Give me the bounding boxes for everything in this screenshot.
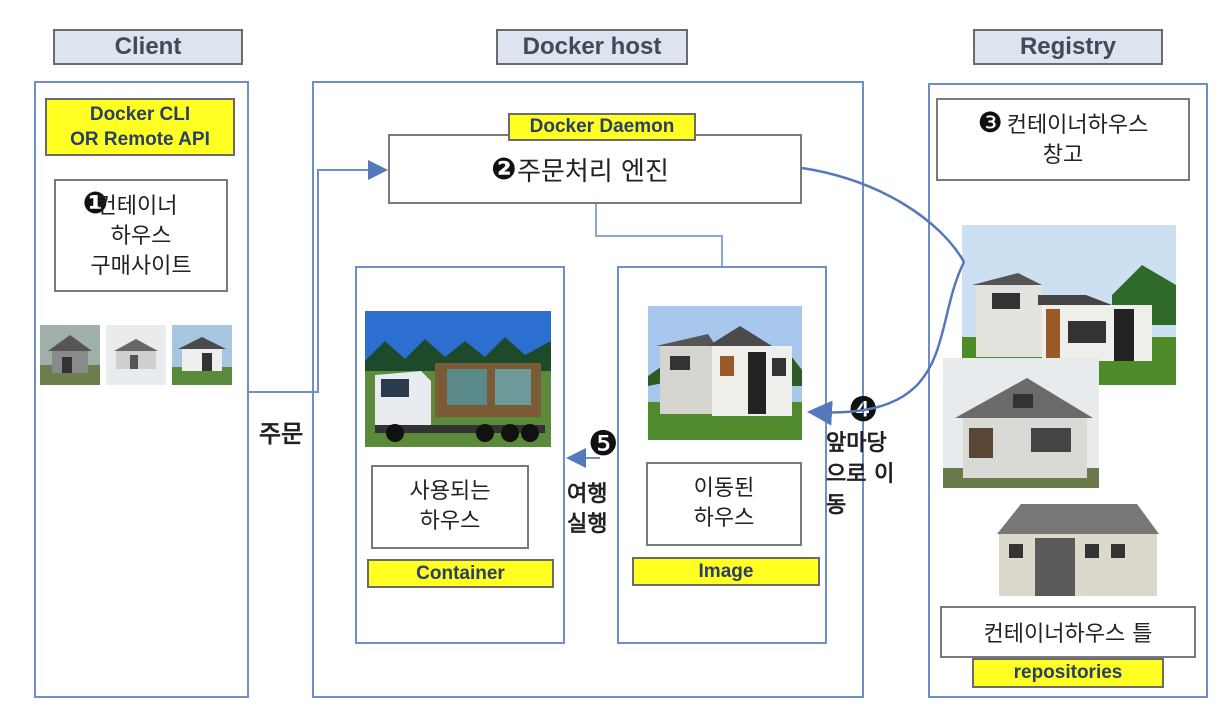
step-4-badge: ❹ [848, 390, 879, 430]
image-panel [617, 266, 827, 644]
used-house-box: 사용되는 하우스 [371, 465, 529, 549]
order-engine-box: ❷ 주문처리 엔진 [388, 134, 802, 204]
docker-cli-line2: OR Remote API [70, 129, 210, 150]
warehouse-line1-text: 컨테이너하우스 [1006, 113, 1149, 138]
move-line2: 으로 이 [826, 462, 895, 487]
house-photo-icon [991, 494, 1163, 604]
header-client: Client [53, 29, 243, 65]
order-engine-text: 주문처리 엔진 [517, 156, 669, 187]
header-docker-host: Docker host [496, 29, 688, 65]
purchase-site-line2: 하우스 [110, 224, 172, 249]
house-templates-box: 컨테이너하우스 틀 [940, 606, 1196, 658]
docker-cli-label: Docker CLI OR Remote API [45, 98, 235, 156]
used-house-line1: 사용되는 [409, 479, 491, 504]
move-label: 앞마당 으로 이 동 [826, 428, 894, 521]
run-line2: 실행 [567, 512, 608, 537]
product-thumbnail-1: ▪▪▪ ▪▪▪▪▪▪▪▪▪▪ ▪▪▪▪▪▪▪▪▪▪▪ [40, 325, 100, 425]
run-line1: 여행 [567, 482, 608, 507]
moved-house-line2: 하우스 [693, 506, 755, 531]
docker-cli-line1: Docker CLI [89, 104, 191, 125]
house-photo-icon [40, 325, 100, 385]
container-label: Container [367, 559, 554, 588]
order-label: 주문 [259, 420, 304, 448]
moved-house-line1: 이동된 [693, 476, 755, 501]
move-line3: 동 [826, 493, 847, 518]
purchase-site-line1-text: 컨테이너 [96, 194, 178, 219]
docker-daemon-label: Docker Daemon [508, 113, 696, 141]
moved-house-box: 이동된 하우스 [646, 462, 802, 546]
house-photo-icon [943, 358, 1099, 488]
product-thumbnail-2: ▪▪▪ ▪▪▪▪▪▪▪▪▪ ▪▪▪▪▪▪▪▪▪▪ [106, 325, 166, 425]
house-photo-icon [106, 325, 166, 385]
purchase-site-line1: ❶컨테이너 [82, 186, 178, 221]
move-line1: 앞마당 [826, 431, 887, 456]
step-3-badge: ❸ [977, 106, 1003, 139]
truck-photo-icon [365, 311, 551, 447]
image-label: Image [632, 557, 820, 586]
purchase-site-box: ❶컨테이너 하우스 구매사이트 [54, 179, 228, 292]
used-house-line2: 하우스 [419, 509, 481, 534]
header-registry: Registry [973, 29, 1163, 65]
warehouse-line2: 창고 [1042, 143, 1084, 168]
run-label: 여행 실행 [567, 480, 607, 540]
container-panel [355, 266, 565, 644]
repositories-label: repositories [972, 658, 1164, 688]
house-photo-icon [172, 325, 232, 385]
house-photo-icon [648, 306, 802, 440]
purchase-site-line3: 구매사이트 [90, 254, 192, 279]
product-thumbnail-3: ▪▪▪▪▪▪▪▪▪▪▪ ▪▪▪▪▪▪▪▪▪▪▪▪ [172, 325, 232, 425]
step-5-badge: ❺ [588, 424, 619, 464]
